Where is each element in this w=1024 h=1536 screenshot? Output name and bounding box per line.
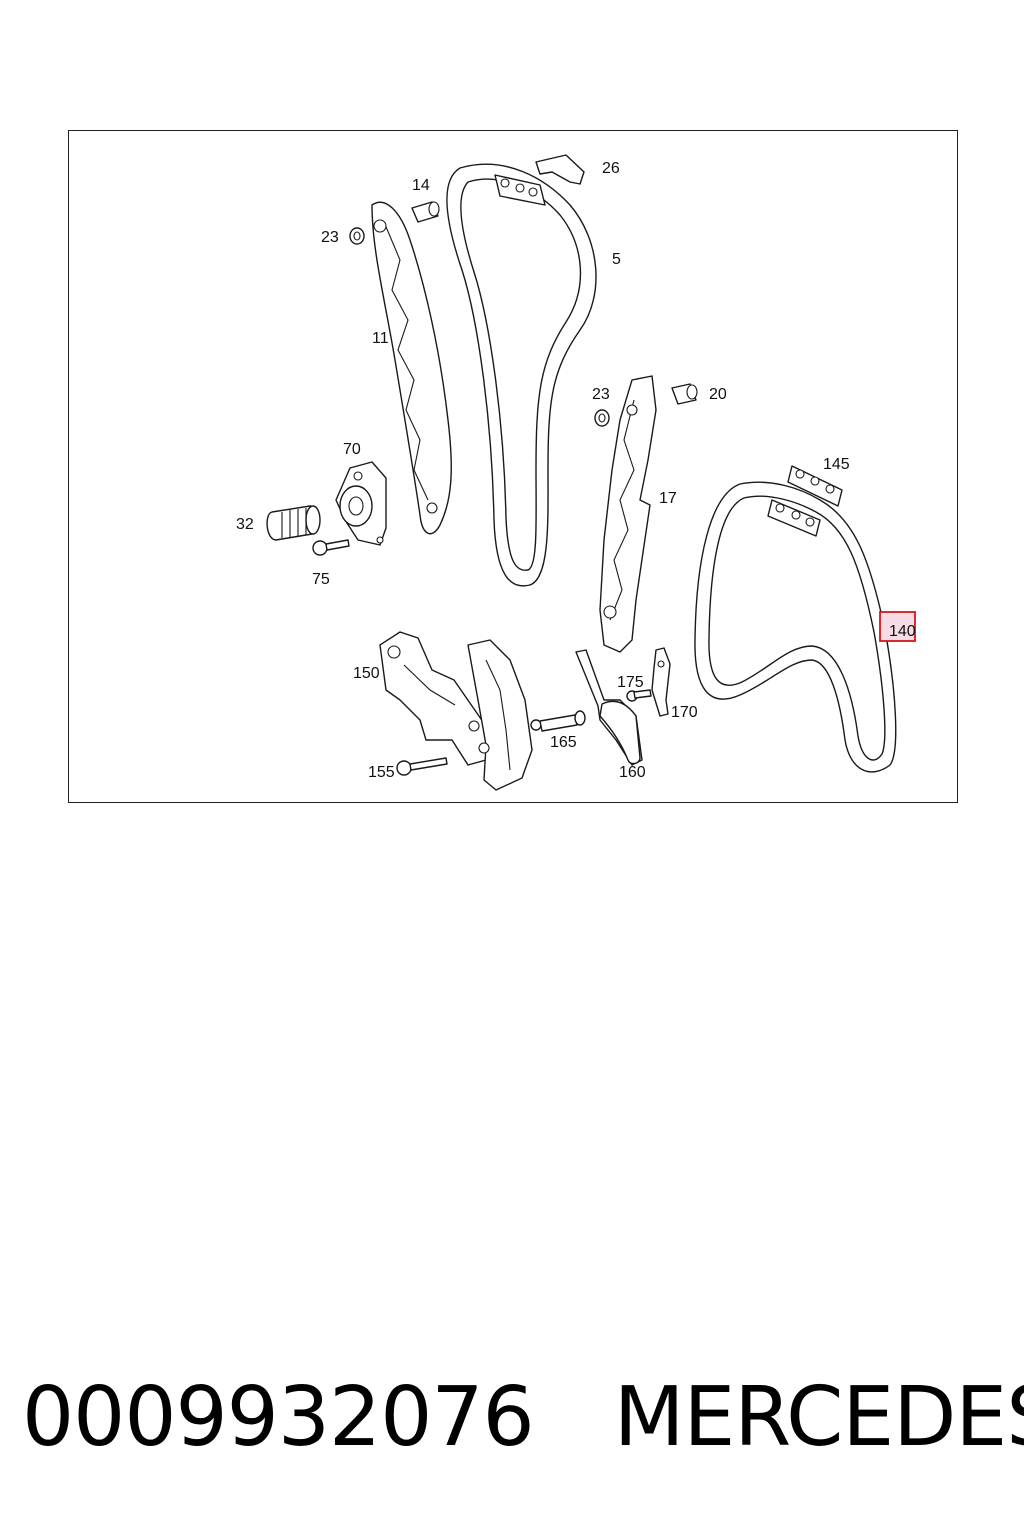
timing-chain-lower-140[interactable] (694, 481, 897, 773)
guide-rail-lower[interactable] (467, 639, 533, 791)
bolt-155[interactable] (396, 757, 448, 776)
plug-23-middle[interactable] (594, 409, 610, 427)
part-number: 0009932076 (22, 1370, 535, 1465)
callout-150[interactable]: 150 (353, 665, 380, 682)
callout-155[interactable]: 155 (368, 764, 395, 781)
callout-140[interactable]: 140 (889, 623, 916, 640)
chain-link-145[interactable] (767, 465, 843, 537)
callout-20[interactable]: 20 (709, 386, 727, 403)
footer-caption: 0009932076 MERCEDES (22, 1368, 1024, 1468)
diagram-frame (68, 130, 958, 803)
tensioner-housing-70[interactable] (335, 461, 387, 546)
callout-145[interactable]: 145 (823, 456, 850, 473)
bolt-75[interactable] (312, 539, 350, 556)
callout-165[interactable]: 165 (550, 734, 577, 751)
timing-chain-upper[interactable] (446, 163, 597, 587)
bolt-175[interactable] (626, 689, 652, 702)
sleeve-20[interactable] (671, 383, 698, 405)
callout-14[interactable]: 14 (412, 177, 430, 194)
callout-23-upper[interactable]: 23 (321, 229, 339, 246)
guide-pad-26[interactable] (535, 154, 585, 185)
bracket-150[interactable] (379, 631, 491, 766)
callout-11[interactable]: 11 (372, 330, 389, 347)
callout-75[interactable]: 75 (312, 571, 330, 588)
callout-23-middle[interactable]: 23 (592, 386, 610, 403)
callout-170[interactable]: 170 (671, 704, 698, 721)
tensioner-rail-11[interactable] (371, 201, 452, 535)
callout-70[interactable]: 70 (343, 441, 361, 458)
sleeve-14[interactable] (411, 201, 440, 223)
pin-165[interactable] (530, 710, 586, 732)
brand-name: MERCEDES (613, 1370, 1024, 1465)
callout-17[interactable]: 17 (659, 490, 677, 507)
tensioner-blade-160[interactable] (575, 649, 643, 766)
callout-160[interactable]: 160 (619, 764, 646, 781)
callout-175[interactable]: 175 (617, 674, 644, 691)
highlight-box-140 (879, 611, 916, 642)
clip-170[interactable] (651, 647, 671, 717)
guide-rail-17[interactable] (599, 375, 657, 653)
callout-5[interactable]: 5 (612, 251, 621, 268)
callout-32[interactable]: 32 (236, 516, 254, 533)
callout-26[interactable]: 26 (602, 160, 620, 177)
plug-23-upper[interactable] (349, 227, 365, 245)
tensioner-plunger-32[interactable] (266, 505, 321, 541)
chain-link-upper[interactable] (494, 174, 546, 206)
